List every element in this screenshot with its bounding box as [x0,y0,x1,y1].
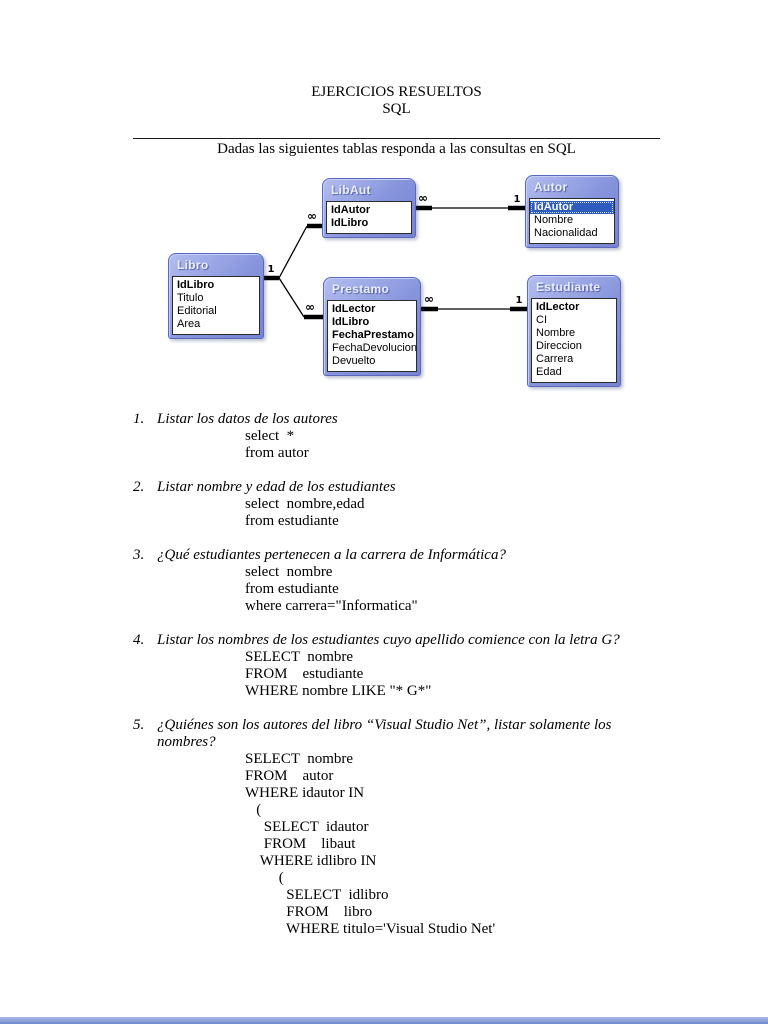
sql-answer: select nombre,edad from estudiante [245,496,713,530]
field-row: Nombre [536,327,576,339]
sql-line: select nombre [245,564,333,580]
db-table-libro: Libro IdLibro Titulo Editorial Area [168,253,264,339]
cardinality-one-label: 1 [516,295,523,306]
exercise-question: ¿Qué estudiantes pertenecen a la carrera… [157,547,506,563]
table-fields: IdAutor Nombre Nacionalidad [529,198,615,244]
exercise-item-1: 1. Listar los datos de los autores selec… [133,411,713,462]
table-title: LibAut [331,183,371,197]
next-page-edge [0,1017,768,1024]
sql-answer: select nombre from estudiante where carr… [245,564,713,615]
field-row: Edad [536,366,562,378]
field-row: Devuelto [332,355,376,367]
sql-answer: select * from autor [245,428,713,462]
er-diagram: 1 ∞ ∞ 1 ∞ ∞ 1 Libro IdLibro Titulo Edito… [160,170,640,405]
divider-rule [133,138,660,139]
table-fields: IdLector CI Nombre Direccion Carrera Eda… [531,298,617,383]
page-subtitle: Dadas las siguientes tablas responda a l… [217,141,576,157]
infinity-label: ∞ [418,191,428,205]
db-table-estudiante: Estudiante IdLector CI Nombre Direccion … [527,275,621,387]
field-row: IdLector [332,303,376,315]
field-row: Nacionalidad [534,227,598,239]
field-row-selected[interactable]: IdAutor [530,201,614,214]
table-title: Libro [177,258,209,272]
table-title: Autor [534,180,568,194]
field-row: FechaPrestamo [332,329,414,341]
exercise-question: Listar nombre y edad de los estudiantes [157,479,396,495]
sql-answer: SELECT nombre FROM estudiante WHERE nomb… [245,649,713,700]
sql-answer: SELECT nombre FROM autor WHERE idautor I… [245,751,713,938]
cardinality-one-label: 1 [268,264,275,275]
sql-line: from autor [245,445,309,461]
db-table-prestamo: Prestamo IdLector IdLibro FechaPrestamo … [323,277,421,376]
title-line-1: EJERCICIOS RESUELTOS [311,84,482,100]
cardinality-one-label: 1 [514,194,521,205]
field-row: Area [177,318,201,330]
exercise-number: 1. [133,411,145,427]
exercise-item-4: 4. Listar los nombres de los estudiantes… [133,632,713,700]
sql-line: WHERE idautor IN [245,785,365,801]
page-title: EJERCICIOS RESUELTOS SQL [133,84,660,118]
sql-line: FROM libaut [245,836,356,852]
sql-line: SELECT nombre [245,649,354,665]
sql-line: SELECT idautor [245,819,369,835]
sql-line: FROM estudiante [245,666,364,682]
sql-line: WHERE titulo='Visual Studio Net' [245,921,496,937]
title-line-2: SQL [382,101,411,117]
table-fields: IdLibro Titulo Editorial Area [172,276,260,335]
sql-line: where carrera="Informatica" [245,598,418,614]
sql-line: WHERE idlibro IN [245,853,377,869]
sql-line: FROM autor [245,768,334,784]
field-row: IdLibro [332,316,370,328]
field-row: CI [536,314,547,326]
sql-line: select nombre,edad [245,496,365,512]
sql-line: ( [245,802,262,818]
sql-line: from estudiante [245,581,339,597]
infinity-label: ∞ [424,292,434,306]
field-row: FechaDevolucion [332,342,417,354]
sql-line: SELECT nombre [245,751,354,767]
sql-line: select * [245,428,295,444]
exercise-list: 1. Listar los datos de los autores selec… [133,411,713,955]
exercise-item-2: 2. Listar nombre y edad de los estudiant… [133,479,713,530]
field-row: IdLibro [331,217,369,229]
table-title: Prestamo [332,282,390,296]
sql-line: ( [245,870,284,886]
exercise-item-5: 5. ¿Quiénes son los autores del libro “V… [133,717,713,938]
field-row: Carrera [536,353,574,365]
infinity-label: ∞ [307,209,317,223]
infinity-label: ∞ [305,300,315,314]
field-row: IdAutor [331,204,371,216]
field-row: Editorial [177,305,217,317]
table-title: Estudiante [536,280,601,294]
exercise-question: ¿Quiénes son los autores del libro “Visu… [157,717,612,750]
exercise-number: 4. [133,632,145,648]
sql-line: FROM libro [245,904,373,920]
exercise-number: 5. [133,717,145,733]
field-row: Nombre [534,214,574,226]
exercise-item-3: 3. ¿Qué estudiantes pertenecen a la carr… [133,547,713,615]
table-fields: IdLector IdLibro FechaPrestamo FechaDevo… [327,300,417,372]
exercise-number: 3. [133,547,145,563]
field-row: Titulo [177,292,204,304]
field-row: IdLector [536,301,580,313]
exercise-number: 2. [133,479,145,495]
exercise-question: Listar los datos de los autores [157,411,338,427]
db-table-libaut: LibAut IdAutor IdLibro [322,178,416,238]
field-row: IdLibro [177,279,215,291]
sql-line: from estudiante [245,513,339,529]
field-row: Direccion [536,340,582,352]
exercise-question: Listar los nombres de los estudiantes cu… [157,632,620,648]
sql-line: WHERE nombre LIKE "* G*" [245,683,432,699]
table-fields: IdAutor IdLibro [326,201,412,234]
db-table-autor: Autor IdAutor Nombre Nacionalidad [525,175,619,248]
sql-line: SELECT idlibro [245,887,389,903]
